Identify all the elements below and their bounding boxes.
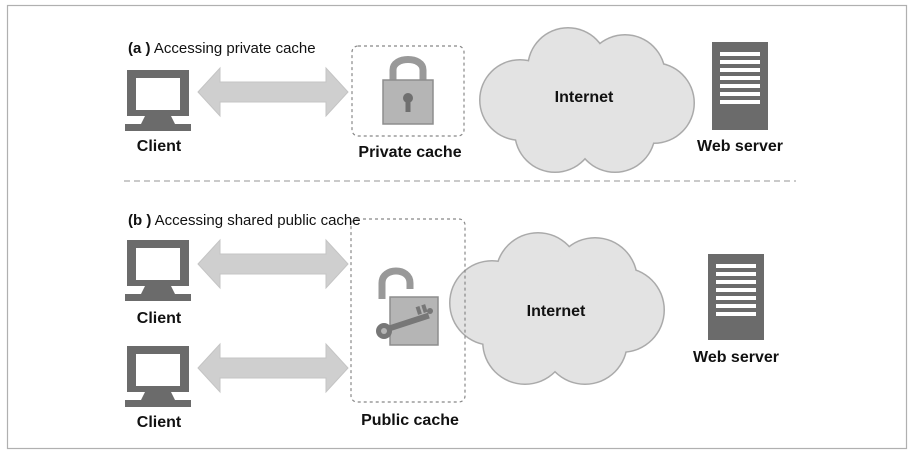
panel-b-caption: (b ) Accessing shared public cache xyxy=(128,212,361,229)
private-cache-box xyxy=(351,45,465,137)
panel-b: (b ) Accessing shared public cache Clien… xyxy=(125,212,779,431)
open-padlock-with-key-icon xyxy=(376,267,439,346)
double-arrow xyxy=(197,66,349,118)
monitor-icon xyxy=(125,346,191,407)
panel-a: (a ) Accessing private cache Client Priv… xyxy=(125,27,783,173)
double-arrow xyxy=(197,238,349,290)
internet-label: Internet xyxy=(555,89,614,106)
internet-label: Internet xyxy=(527,303,586,320)
panel-a-caption: (a ) Accessing private cache xyxy=(128,40,316,57)
server-tower-icon xyxy=(712,42,768,130)
panel-a-caption-text: Accessing private cache xyxy=(154,40,316,57)
panel-b-caption-text: Accessing shared public cache xyxy=(155,212,361,229)
closed-padlock-icon xyxy=(382,56,434,125)
monitor-icon xyxy=(125,70,191,131)
public-cache-box xyxy=(350,218,466,403)
private-cache-label: Private cache xyxy=(358,144,461,161)
public-cache-label: Public cache xyxy=(361,412,459,429)
monitor-icon xyxy=(125,240,191,301)
panel-b-prefix: (b ) xyxy=(128,212,151,229)
server-tower-icon xyxy=(708,254,764,340)
web-server-label: Web server xyxy=(697,138,783,155)
client-label: Client xyxy=(137,414,182,431)
double-arrow xyxy=(197,342,349,394)
web-server-label: Web server xyxy=(693,349,779,366)
panel-a-prefix: (a ) xyxy=(128,40,151,57)
client-label: Client xyxy=(137,310,182,327)
cloud-icon xyxy=(449,232,665,385)
cloud-icon xyxy=(479,27,695,173)
figure-frame xyxy=(6,4,908,450)
client-label: Client xyxy=(137,138,182,155)
